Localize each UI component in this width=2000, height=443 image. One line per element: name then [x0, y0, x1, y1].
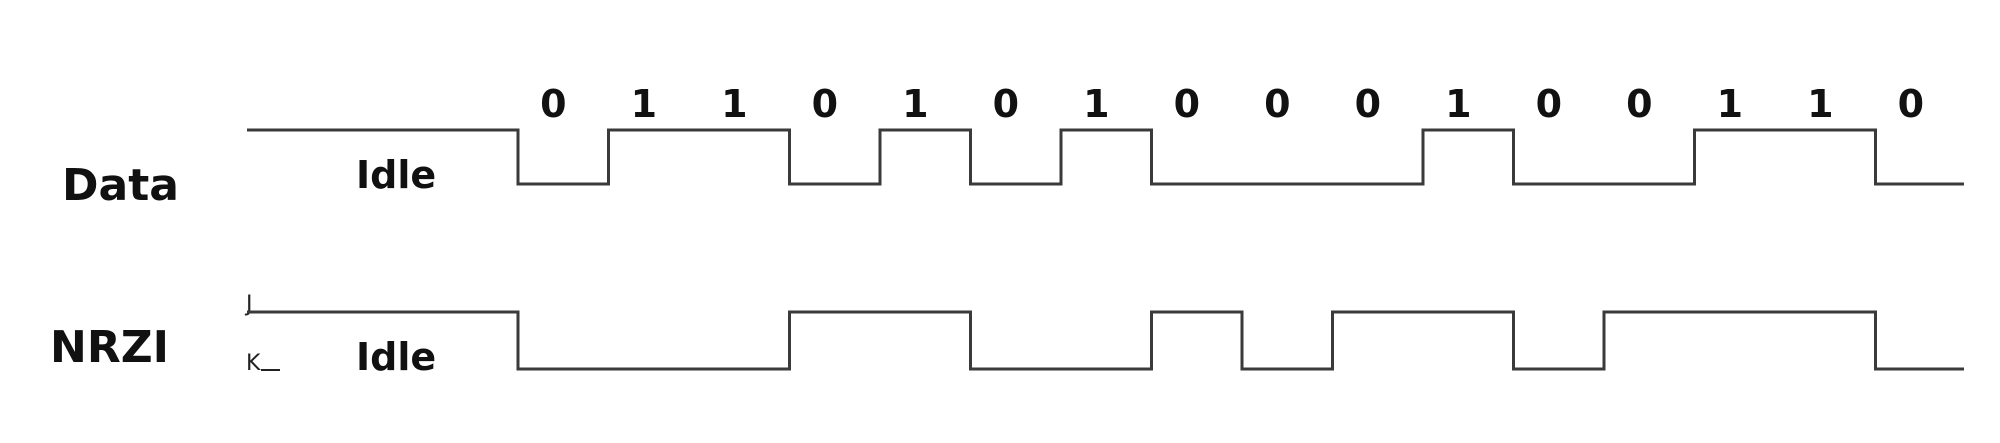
bit-label: 1	[1717, 82, 1743, 126]
bit-label: 0	[812, 82, 838, 126]
bit-label: 1	[1807, 82, 1833, 126]
data-idle-label: Idle	[356, 153, 436, 197]
bit-label: 0	[993, 82, 1019, 126]
data-row-label: Data	[62, 160, 179, 211]
nrzi-row-label: NRZI	[50, 322, 169, 373]
bit-label: 1	[631, 82, 657, 126]
bit-label: 1	[1445, 82, 1471, 126]
bit-labels: 0 1 1 0 1 0 1 0 0 0 1 0 0 1 1 0	[540, 82, 1924, 126]
data-waveform	[247, 128, 1964, 186]
nrzi-idle-label: Idle	[356, 335, 436, 379]
bit-label: 1	[902, 82, 928, 126]
bit-label: 1	[721, 82, 747, 126]
bit-label: 0	[1536, 82, 1562, 126]
bit-label: 0	[1355, 82, 1381, 126]
bit-label: 1	[1083, 82, 1109, 126]
nrzi-waveform	[247, 310, 1964, 371]
level-j-label: J	[244, 292, 253, 317]
level-k-label: K	[246, 351, 261, 376]
bit-label: 0	[1174, 82, 1200, 126]
bit-label: 0	[1898, 82, 1924, 126]
bit-label: 0	[1626, 82, 1652, 126]
bit-label: 0	[1264, 82, 1290, 126]
bit-label: 0	[540, 82, 566, 126]
